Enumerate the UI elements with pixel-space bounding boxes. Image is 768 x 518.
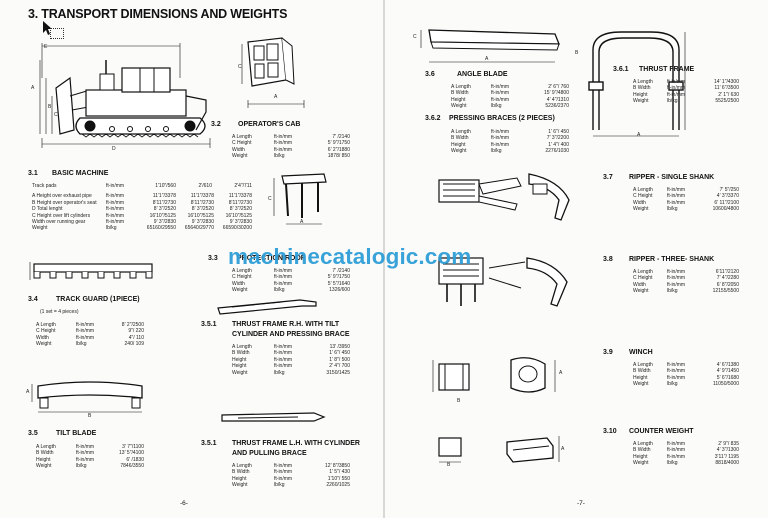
ripper-single-shank-diagram [438,173,570,221]
counter-weight-dim-b: B [447,462,451,468]
mouse-cursor-icon [43,21,52,35]
section-number: 3.6.2 [425,115,441,122]
section-title: THRUST FRAME [639,66,695,73]
section-number: 3.9 [603,349,613,356]
counter-weight-dim-a: A [561,446,565,452]
thrust-frame-dim-b: B [575,50,579,56]
track-guard-diagram [29,262,153,280]
winch-dim-b: B [457,398,461,404]
bulldozer-diagram [39,43,211,148]
section-title: THRUST FRAME R.H. WITH TILT [232,321,340,328]
counter-weight-diagram [438,436,560,463]
angle-blade-dim-a: A [485,56,489,62]
section-title: COUNTER WEIGHT [629,428,694,435]
thrust-frame-lh-diagram [221,412,326,422]
section-title: OPERATOR'S CAB [238,121,301,128]
winch-diagram [432,357,556,393]
section-title: ANGLE BLADE [457,71,508,78]
dim-label-a: A [31,85,35,91]
thrust-frame-dim-a: A [637,132,641,138]
page-number: -6- [180,500,188,507]
section-number: 3.6 [425,71,435,78]
protection-roof-diagram [273,173,327,225]
section-title: RIPPER - SINGLE SHANK [629,174,715,181]
cab-dim-c: C [238,64,242,70]
roof-dim-c: C [268,196,272,202]
section-title: TILT BLADE [56,430,97,437]
cab-dim-a-line [247,100,305,108]
section-number: 3.3 [208,255,218,262]
page-gutter [383,0,385,518]
section-title: AND PULLING BRACE [232,450,307,457]
section-number: 3.5.1 [201,321,217,328]
section-title: PROTECTION ROOF [237,255,306,262]
section-number: 3.4 [28,296,38,303]
section-title: BASIC MACHINE [52,170,109,177]
section-number: 3.5.1 [201,440,217,447]
thrust-frame-diagram [588,31,686,137]
winch-dim-a: A [559,370,563,376]
section-title: RIPPER - THREE- SHANK [629,256,715,263]
blade-dim-b: B [88,413,92,419]
roof-dim-a: A [300,219,304,225]
page-heading: 3. TRANSPORT DIMENSIONS AND WEIGHTS [28,7,288,21]
angle-blade-dim-c: C [413,34,417,40]
section-number: 3.1 [28,170,38,177]
ripper-three-shank-diagram [438,257,568,307]
operator-cab-diagram [241,37,295,87]
dim-label-b: B [48,104,52,110]
section-title: TRACK GUARD (1PIECE) [56,296,140,303]
section-title: PRESSING BRACES (2 PIECES) [449,115,555,122]
page-number: -7- [577,500,585,507]
section-number: 3.5 [28,430,38,437]
left-page: 3. TRANSPORT DIMENSIONS AND WEIGHTS [0,0,383,518]
thrust-frame-rh-diagram [217,299,317,315]
dim-label-d: D [112,146,116,152]
section-number: 3.8 [603,256,613,263]
section-number: 3.7 [603,174,613,181]
blade-dim-a: A [26,389,30,395]
section-title: CYLINDER AND PRESSING BRACE [232,331,350,338]
cursor-dotted-box [50,28,64,39]
cab-dim-a: A [274,94,278,100]
section-number: 3.6.1 [613,66,629,73]
section-title: WINCH [629,349,653,356]
track-guard-note: (1 set = 4 pieces) [40,309,79,315]
dim-label-e: E [44,44,48,50]
watermark-text: machinecatalogic.com [228,244,472,269]
angle-blade-diagram [420,29,560,63]
dim-label-c: C [54,112,58,118]
section-number: 3.10 [603,428,617,435]
section-number: 3.2 [211,121,221,128]
tilt-blade-diagram [31,381,143,413]
section-title: THRUST FRAME L.H. WITH CYLINDER [232,440,360,447]
